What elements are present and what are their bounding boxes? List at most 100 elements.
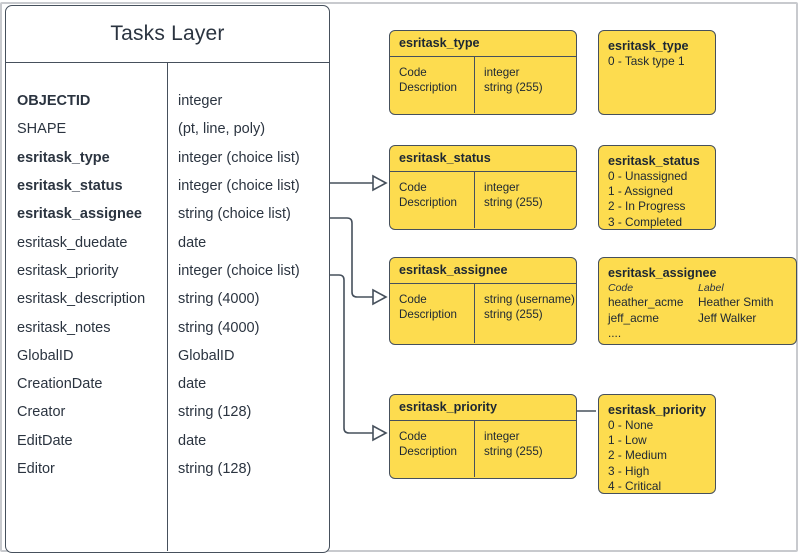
values-title: esritask_priority bbox=[608, 403, 707, 417]
table-row[interactable]: esritask_description string (4000) bbox=[6, 285, 329, 313]
field-name: EditDate bbox=[17, 432, 73, 449]
values-box-esritask-assignee[interactable]: esritask_assignee Code Label heather_acm… bbox=[598, 257, 797, 345]
field-type: integer bbox=[178, 93, 223, 110]
values-line: 1 - Low bbox=[608, 433, 647, 448]
domain-box-esritask-priority[interactable]: esritask_priority Code Description integ… bbox=[389, 394, 577, 479]
values-line: 1 - Assigned bbox=[608, 184, 673, 199]
domain-description-type: string (255) bbox=[484, 195, 543, 209]
domain-code-label: Code bbox=[399, 181, 427, 194]
field-name: esritask_status bbox=[17, 178, 123, 195]
domain-code-type: string (username) bbox=[484, 293, 575, 306]
domain-box-esritask-status[interactable]: esritask_status Code Description integer… bbox=[389, 145, 577, 230]
values-line: 3 - High bbox=[608, 463, 650, 478]
field-name: Editor bbox=[17, 461, 55, 477]
domain-description-type: string (255) bbox=[484, 80, 543, 94]
values-row-label: Heather Smith bbox=[698, 295, 774, 309]
domain-description-label: Description bbox=[399, 195, 457, 209]
field-type: string (128) bbox=[178, 461, 252, 477]
domain-code-type: integer bbox=[484, 66, 520, 79]
field-type: integer (choice list) bbox=[178, 262, 300, 279]
values-box-esritask-status[interactable]: esritask_status 0 - Unassigned 1 - Assig… bbox=[598, 145, 716, 230]
values-box-esritask-priority[interactable]: esritask_priority 0 - None 1 - Low 2 - M… bbox=[598, 394, 716, 494]
field-name: esritask_duedate bbox=[17, 234, 128, 251]
entity-body: OBJECTID integer SHAPE (pt, line, poly) … bbox=[6, 63, 329, 552]
domain-body: Code Description integer string (255) bbox=[390, 172, 576, 229]
entity-column-divider bbox=[167, 63, 168, 552]
values-line: 3 - Completed bbox=[608, 214, 683, 229]
domain-code-label: Code bbox=[399, 66, 427, 79]
values-column-headers: Code Label bbox=[608, 281, 787, 295]
domain-description-type: string (255) bbox=[484, 307, 543, 321]
list-item: jeff_acme Jeff Walker bbox=[608, 311, 787, 327]
field-type: integer (choice list) bbox=[178, 149, 300, 166]
domain-field-names: Code Description bbox=[390, 284, 475, 344]
domain-field-names: Code Description bbox=[390, 421, 475, 478]
field-type: string (choice list) bbox=[178, 206, 291, 223]
values-title: esritask_assignee bbox=[608, 266, 717, 280]
values-line: 0 - Unassigned bbox=[608, 169, 688, 183]
values-line: 4 - Critical bbox=[608, 478, 662, 493]
table-row[interactable]: esritask_duedate date bbox=[6, 228, 329, 256]
table-row[interactable]: Editor string (128) bbox=[6, 455, 329, 483]
domain-code-label: Code bbox=[399, 293, 427, 306]
table-row[interactable]: esritask_notes string (4000) bbox=[6, 313, 329, 341]
values-title: esritask_type bbox=[608, 39, 689, 53]
field-type: (pt, line, poly) bbox=[178, 121, 266, 138]
domain-description-label: Description bbox=[399, 307, 457, 321]
domain-field-names: Code Description bbox=[390, 172, 475, 229]
values-header-label: Label bbox=[698, 282, 724, 294]
field-name: esritask_notes bbox=[17, 319, 111, 336]
field-name: Creator bbox=[17, 404, 66, 421]
domain-title: esritask_status bbox=[390, 146, 576, 172]
field-list: OBJECTID integer SHAPE (pt, line, poly) … bbox=[6, 63, 329, 483]
table-row[interactable]: SHAPE (pt, line, poly) bbox=[6, 115, 329, 143]
domain-title: esritask_assignee bbox=[390, 258, 576, 284]
domain-box-esritask-type[interactable]: esritask_type Code Description integer s… bbox=[389, 30, 577, 115]
list-item: heather_acme Heather Smith bbox=[608, 295, 787, 311]
domain-code-label: Code bbox=[399, 430, 427, 443]
domain-body: Code Description integer string (255) bbox=[390, 57, 576, 114]
values-row-code: heather_acme bbox=[608, 295, 684, 309]
table-row[interactable]: GlobalID GlobalID bbox=[6, 342, 329, 370]
field-type: date bbox=[178, 432, 207, 449]
values-ellipsis: .... bbox=[608, 326, 622, 341]
table-row[interactable]: CreationDate date bbox=[6, 370, 329, 398]
table-row[interactable]: OBJECTID integer bbox=[6, 87, 329, 115]
domain-field-types: integer string (255) bbox=[475, 57, 576, 113]
domain-code-type: integer bbox=[484, 181, 520, 194]
field-name: GlobalID bbox=[17, 347, 74, 364]
domain-description-type: string (255) bbox=[484, 444, 543, 458]
domain-body: Code Description integer string (255) bbox=[390, 421, 576, 478]
field-type: date bbox=[178, 234, 207, 251]
field-name: esritask_type bbox=[17, 149, 110, 166]
domain-field-types: integer string (255) bbox=[475, 172, 576, 228]
field-name: CreationDate bbox=[17, 376, 103, 393]
page-title: Tasks Layer bbox=[6, 6, 329, 63]
field-name: esritask_assignee bbox=[17, 206, 142, 223]
field-type: string (4000) bbox=[178, 291, 260, 308]
table-row[interactable]: esritask_assignee string (choice list) bbox=[6, 200, 329, 228]
field-type: date bbox=[178, 376, 207, 393]
field-name: SHAPE bbox=[17, 121, 67, 138]
table-row[interactable]: EditDate date bbox=[6, 427, 329, 455]
table-row[interactable]: esritask_type integer (choice list) bbox=[6, 144, 329, 172]
values-box-esritask-type[interactable]: esritask_type 0 - Task type 1 bbox=[598, 30, 716, 115]
tasks-layer-entity[interactable]: Tasks Layer OBJECTID integer SHAPE (pt, … bbox=[5, 5, 330, 553]
table-row[interactable]: esritask_status integer (choice list) bbox=[6, 172, 329, 200]
domain-description-label: Description bbox=[399, 80, 457, 94]
values-line: 0 - Task type 1 bbox=[608, 54, 685, 68]
field-type: integer (choice list) bbox=[178, 178, 300, 195]
domain-field-names: Code Description bbox=[390, 57, 475, 114]
field-type: GlobalID bbox=[178, 347, 235, 364]
table-row[interactable]: Creator string (128) bbox=[6, 398, 329, 426]
field-type: string (4000) bbox=[178, 319, 260, 336]
domain-code-type: integer bbox=[484, 430, 520, 443]
values-row-code: jeff_acme bbox=[608, 310, 659, 325]
values-line: 2 - Medium bbox=[608, 448, 668, 463]
domain-description-label: Description bbox=[399, 444, 457, 458]
domain-box-esritask-assignee[interactable]: esritask_assignee Code Description strin… bbox=[389, 257, 577, 345]
table-row[interactable]: esritask_priority integer (choice list) bbox=[6, 257, 329, 285]
values-line: 2 - In Progress bbox=[608, 199, 686, 214]
domain-title: esritask_type bbox=[390, 31, 576, 57]
